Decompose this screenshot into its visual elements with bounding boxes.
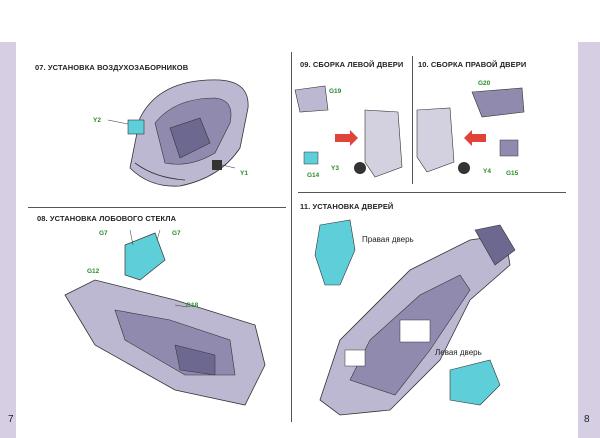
step-11-title: 11. УСТАНОВКА ДВЕРЕЙ bbox=[300, 202, 394, 211]
page-divider bbox=[291, 52, 292, 422]
section-divider-left bbox=[28, 207, 286, 208]
part-label-g7-left: G7 bbox=[99, 230, 108, 237]
part-label-g18: G18 bbox=[186, 302, 199, 309]
part-label-y1: Y1 bbox=[240, 170, 248, 177]
part-label-g15: G15 bbox=[506, 170, 519, 177]
step-08-illustration bbox=[64, 229, 266, 406]
section-divider-right-top bbox=[412, 56, 413, 184]
page-number-left: 7 bbox=[8, 414, 14, 425]
step-09-title: 09. СБОРКА ЛЕВОЙ ДВЕРИ bbox=[300, 60, 404, 69]
step-07-illustration bbox=[107, 79, 249, 187]
step-09-illustration bbox=[294, 85, 403, 178]
left-door-label: Левая дверь bbox=[435, 348, 482, 357]
step-10-illustration bbox=[416, 87, 525, 174]
part-label-y3: Y3 bbox=[331, 165, 339, 172]
part-label-g19: G19 bbox=[329, 88, 342, 95]
step-10-title: 10. СБОРКА ПРАВОЙ ДВЕРИ bbox=[418, 60, 527, 69]
part-label-g12: G12 bbox=[87, 268, 100, 275]
step-11-illustration bbox=[314, 219, 516, 416]
step-08-title: 08. УСТАНОВКА ЛОБОВОГО СТЕКЛА bbox=[37, 214, 177, 223]
step-07-title: 07. УСТАНОВКА ВОЗДУХОЗАБОРНИКОВ bbox=[35, 63, 189, 72]
right-door-label: Правая дверь bbox=[362, 235, 414, 244]
page-number-right: 8 bbox=[584, 414, 590, 425]
part-label-g7-right: G7 bbox=[172, 230, 181, 237]
page-edge-tab-right bbox=[578, 42, 600, 438]
part-label-g20: G20 bbox=[478, 80, 491, 87]
part-label-y2: Y2 bbox=[93, 117, 101, 124]
section-divider-right bbox=[298, 192, 566, 193]
page-edge-tab-left bbox=[0, 42, 16, 438]
part-label-y4: Y4 bbox=[483, 168, 491, 175]
part-label-g14: G14 bbox=[307, 172, 320, 179]
